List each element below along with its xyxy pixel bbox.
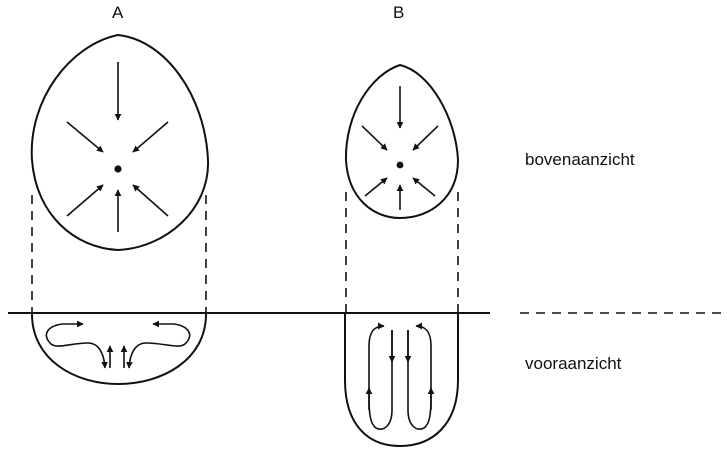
center-dot-a (114, 165, 121, 172)
circulation-loop-b-left (369, 326, 392, 429)
arrow-b-upper-left (362, 126, 387, 150)
tube-outline-b-front (345, 314, 458, 446)
front-view-label: vooraanzicht (525, 354, 621, 374)
center-dot-b (397, 162, 404, 169)
arrow-b-upper-right (413, 126, 438, 150)
diagram-label-b: B (393, 3, 404, 23)
diagram-label-a: A (112, 3, 123, 23)
drop-outline-b-top (346, 65, 458, 218)
arrow-a-lower-right (133, 185, 168, 216)
arrow-b-lower-left (365, 178, 387, 196)
diagram-a-top-view (32, 35, 208, 250)
arrow-a-upper-right (133, 122, 168, 152)
diagram-b-front-view (345, 314, 458, 446)
circulation-loop-a-right (129, 324, 190, 368)
circulation-loop-b-right (408, 326, 431, 429)
diagram-a-front-view (32, 314, 206, 384)
arrow-a-upper-left (67, 122, 103, 152)
diagram-b-top-view (346, 65, 458, 218)
drop-outline-a-top (32, 35, 208, 250)
top-view-label: bovenaanzicht (525, 150, 635, 170)
arrow-b-lower-right (413, 178, 435, 196)
circulation-loop-a-left (46, 324, 105, 368)
arrow-a-lower-left (67, 185, 103, 216)
